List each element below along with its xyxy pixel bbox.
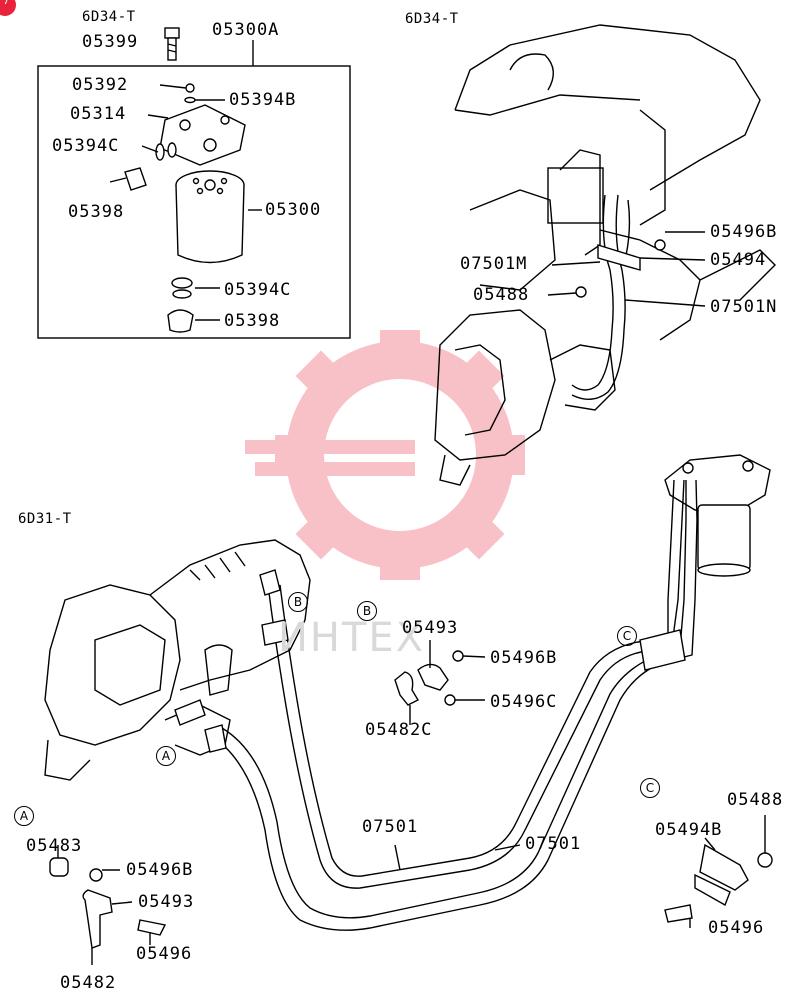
model-label-6d34t-right: 6D34-T: [405, 11, 459, 27]
part-05399: 05399: [82, 32, 139, 52]
callout-c-main: C: [617, 626, 637, 646]
part-05496B-upper: 05496B: [710, 222, 778, 242]
part-05496B-detail-a: 05496B: [126, 860, 194, 880]
part-05488-detail-c: 05488: [727, 790, 784, 810]
callout-b-main: B: [288, 592, 308, 612]
part-05493-detail-a: 05493: [138, 892, 195, 912]
part-07501M: 07501M: [460, 254, 528, 274]
watermark-text: ИНТЕХ: [278, 615, 426, 661]
fuel-line-07501: [174, 479, 698, 931]
callout-c-detail: C: [640, 778, 660, 798]
callout-b-detail: B: [357, 601, 377, 621]
watermark-gear-icon: [245, 330, 525, 580]
part-05493-detail-b: 05493: [402, 618, 459, 638]
part-05496-detail-a: 05496: [136, 944, 193, 964]
part-05496-detail-c: 05496: [708, 918, 765, 938]
callout-a-detail: A: [14, 806, 34, 826]
part-05392: 05392: [72, 75, 129, 95]
part-07501-right: 07501: [525, 834, 582, 854]
callout-a-main: A: [156, 746, 176, 766]
corner-badge: 7: [0, 0, 16, 16]
filter-assembly-box: [37, 65, 351, 339]
part-05494B: 05494B: [655, 820, 723, 840]
filter-head-05314: [155, 83, 246, 166]
part-05398-lower: 05398: [224, 311, 281, 331]
part-05300A: 05300A: [212, 20, 280, 40]
engine-6d34t-drawing: [434, 24, 776, 486]
part-05398-upper: 05398: [68, 202, 125, 222]
model-label-6d31t: 6D31-T: [18, 511, 72, 527]
part-05394C-lower: 05394C: [224, 280, 292, 300]
detail-b-clamps: [394, 650, 464, 706]
part-05314: 05314: [70, 104, 127, 124]
bolt-05399: [164, 27, 180, 61]
part-05494: 05494: [710, 250, 767, 270]
oil-filter-05300: [175, 170, 245, 264]
part-05482C: 05482C: [365, 720, 433, 740]
engine-6d31t-drawing: [44, 539, 311, 781]
part-07501-left: 07501: [362, 817, 419, 837]
part-05496C: 05496C: [490, 692, 558, 712]
part-05496B-detail-b: 05496B: [490, 648, 558, 668]
part-05394B: 05394B: [229, 90, 297, 110]
part-05488-upper: 05488: [473, 285, 530, 305]
part-07501N: 07501N: [710, 297, 778, 317]
model-label-6d34t-left: 6D34-T: [82, 9, 136, 25]
detail-a-parts: [49, 857, 167, 949]
part-05483: 05483: [26, 836, 83, 856]
fuel-filter-drawing: [664, 454, 771, 577]
part-05482: 05482: [60, 973, 117, 993]
part-05300: 05300: [265, 200, 322, 220]
part-05394C-upper: 05394C: [52, 136, 120, 156]
detail-c-parts: [664, 843, 773, 923]
